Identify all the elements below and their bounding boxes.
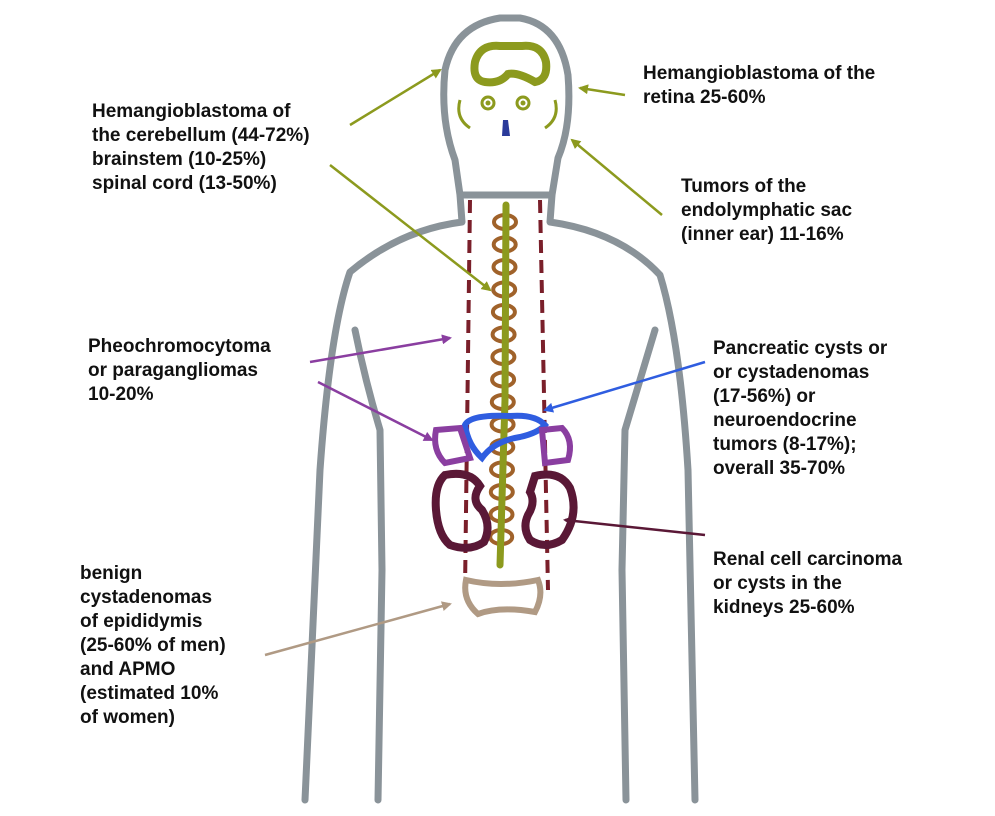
label-line: overall 35-70%	[713, 457, 887, 481]
label-pheochromocytoma: Pheochromocytoma or paragangliomas 10-20…	[88, 335, 271, 407]
label-line: tumors (8-17%);	[713, 433, 887, 457]
label-retina-hemangioblastoma: Hemangioblastoma of the retina 25-60%	[643, 62, 875, 110]
right-adrenal-shape	[542, 428, 570, 463]
label-line: Hemangioblastoma of the	[643, 62, 875, 86]
left-pupil-icon	[486, 101, 491, 106]
arrow-renal	[565, 520, 705, 535]
right-kidney-shape	[525, 475, 573, 546]
label-renal: Renal cell carcinoma or cysts in the kid…	[713, 548, 902, 620]
arrow-retina	[580, 88, 625, 95]
right-arm-inner-outline	[622, 330, 655, 800]
label-line: Pancreatic cysts or	[713, 337, 887, 361]
epididymis-shape	[465, 580, 540, 614]
label-line: (17-56%) or	[713, 385, 887, 409]
face	[459, 46, 557, 136]
label-line: brainstem (10-25%)	[92, 148, 310, 172]
label-line: endolymphatic sac	[681, 199, 852, 223]
label-line: or cystadenomas	[713, 361, 887, 385]
label-line: 10-20%	[88, 383, 271, 407]
label-line: or cysts in the	[713, 572, 902, 596]
label-line: of women)	[80, 706, 226, 730]
label-line: the cerebellum (44-72%)	[92, 124, 310, 148]
label-line: Renal cell carcinoma	[713, 548, 902, 572]
label-line: Pheochromocytoma	[88, 335, 271, 359]
brain-shape	[474, 46, 546, 83]
label-line: Hemangioblastoma of	[92, 100, 310, 124]
label-line: (25-60% of men)	[80, 634, 226, 658]
right-inner-ear-icon	[545, 100, 556, 128]
arrow-epididymis	[265, 604, 450, 655]
label-line: kidneys 25-60%	[713, 596, 902, 620]
label-line: cystadenomas	[80, 586, 226, 610]
label-line: (estimated 10%	[80, 682, 226, 706]
spinal-canal-right-line	[540, 200, 548, 590]
arrow-pheo-lower	[318, 382, 432, 440]
label-line: or paragangliomas	[88, 359, 271, 383]
label-line: (inner ear) 11-16%	[681, 223, 852, 247]
label-line: and APMO	[80, 658, 226, 682]
nose-icon	[502, 120, 510, 136]
left-kidney-shape	[436, 474, 488, 548]
left-arm-inner-outline	[355, 330, 382, 800]
label-line: of epididymis	[80, 610, 226, 634]
label-line: Tumors of the	[681, 175, 852, 199]
label-line: spinal cord (13-50%)	[92, 172, 310, 196]
left-inner-ear-icon	[459, 100, 470, 128]
label-epididymis: benign cystadenomas of epididymis (25-60…	[80, 562, 226, 730]
left-adrenal-shape	[435, 428, 470, 463]
label-line: benign	[80, 562, 226, 586]
label-cns-hemangioblastoma: Hemangioblastoma of the cerebellum (44-7…	[92, 100, 310, 196]
label-line: neuroendocrine	[713, 409, 887, 433]
right-pupil-icon	[521, 101, 526, 106]
spinal-canal-left-line	[465, 200, 470, 590]
arrow-endolymphatic-sac	[572, 140, 662, 215]
label-pancreatic: Pancreatic cysts or or cystadenomas (17-…	[713, 337, 887, 481]
label-endolymphatic-sac-tumors: Tumors of the endolymphatic sac (inner e…	[681, 175, 852, 247]
label-line: retina 25-60%	[643, 86, 875, 110]
arrow-cns-to-brain	[350, 70, 440, 125]
